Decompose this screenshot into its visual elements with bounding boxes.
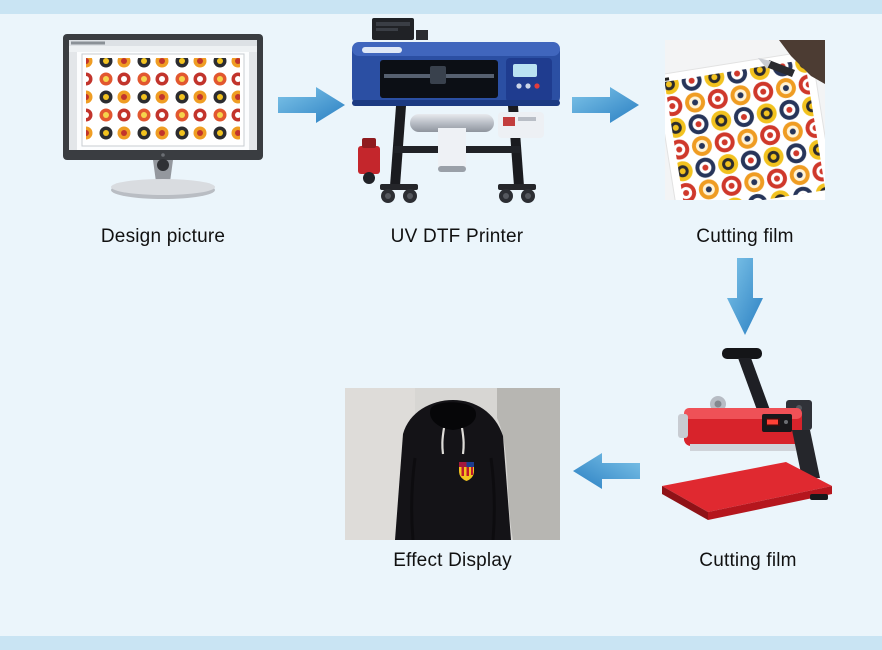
arrow-down-icon bbox=[726, 258, 764, 336]
monitor-icon bbox=[63, 34, 263, 199]
heat-press-icon bbox=[662, 348, 832, 520]
top-border-band bbox=[0, 0, 882, 14]
sticker-sheet-icon bbox=[654, 40, 836, 225]
hoodie-icon bbox=[345, 388, 560, 541]
heat-press-label: Cutting film bbox=[699, 550, 797, 571]
arrow-right-icon bbox=[278, 86, 346, 124]
design-picture-label: Design picture bbox=[100, 226, 226, 247]
printer-icon bbox=[352, 18, 560, 203]
arrow-left-icon bbox=[572, 452, 640, 490]
effect-display-image bbox=[345, 388, 560, 541]
heat-press-image bbox=[658, 348, 838, 538]
arrow-right-icon bbox=[572, 86, 640, 124]
bottom-border-band bbox=[0, 636, 882, 650]
cutting-film-image bbox=[654, 40, 836, 225]
uv-dtf-printer-image bbox=[350, 18, 562, 206]
cutting-film-label: Cutting film bbox=[696, 226, 794, 247]
uv-dtf-printer-label: UV DTF Printer bbox=[390, 226, 524, 247]
design-picture-image bbox=[58, 34, 268, 204]
effect-display-label: Effect Display bbox=[393, 550, 512, 571]
